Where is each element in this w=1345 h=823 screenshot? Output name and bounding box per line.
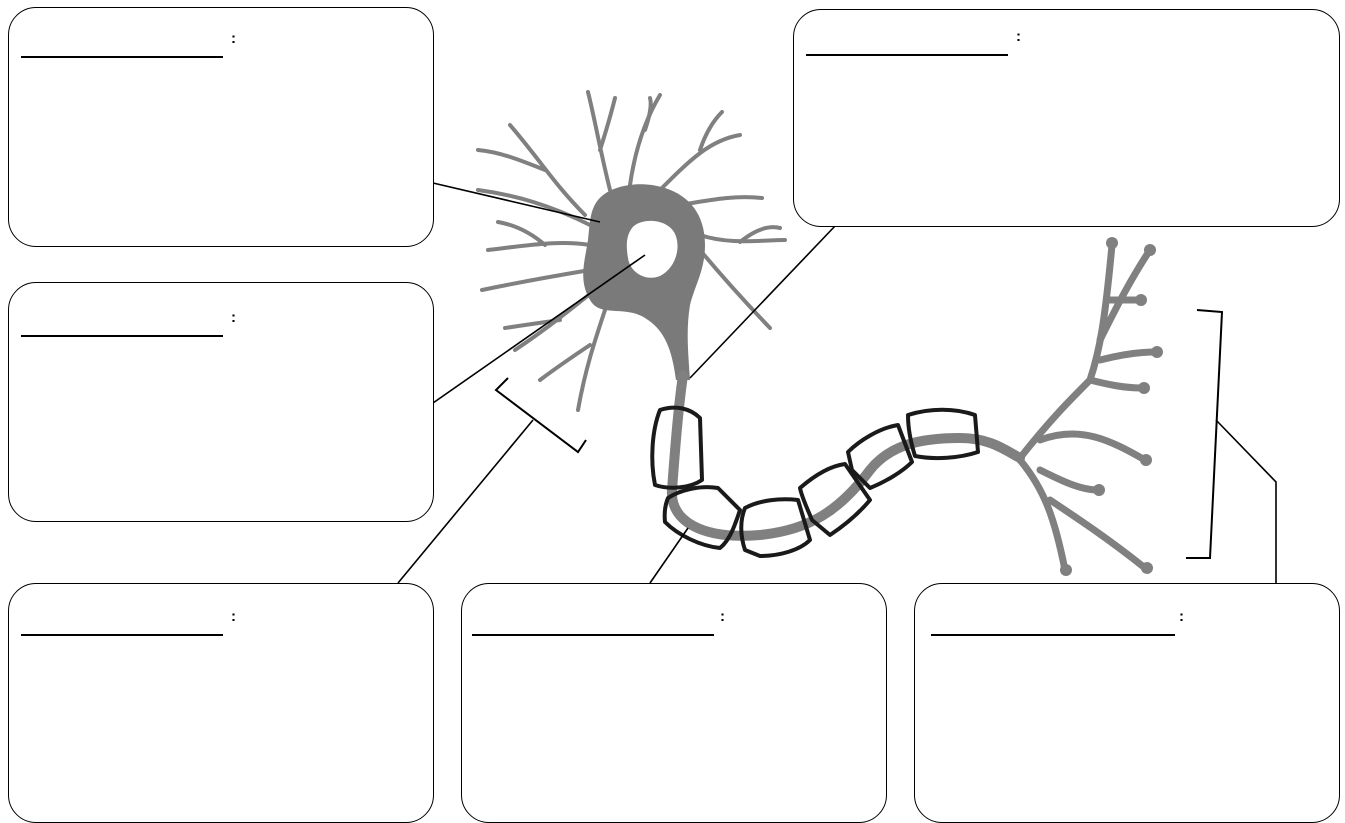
answer-blank[interactable]: [21, 56, 223, 58]
axon-terminals: [1020, 245, 1155, 570]
box-bottom-middle: :: [461, 583, 887, 823]
box-middle-left: :: [8, 282, 434, 522]
separator-colon: :: [1179, 608, 1184, 625]
cell-body: [583, 184, 705, 380]
answer-blank[interactable]: [21, 335, 223, 337]
box-top-right: :: [793, 9, 1340, 227]
terminal-bracket: [1186, 310, 1222, 558]
separator-colon: :: [231, 30, 236, 47]
separator-colon: :: [231, 309, 236, 326]
box-bottom-right: :: [914, 583, 1340, 823]
separator-colon: :: [720, 608, 725, 625]
answer-blank[interactable]: [806, 54, 1008, 56]
box-bottom-left: :: [8, 583, 434, 823]
dendrite-bracket: [496, 378, 586, 452]
separator-colon: :: [231, 608, 236, 625]
answer-blank[interactable]: [931, 634, 1175, 636]
answer-blank[interactable]: [21, 634, 223, 636]
box-top-left: :: [8, 7, 434, 247]
answer-blank[interactable]: [472, 634, 714, 636]
terminal-buttons: [1060, 237, 1163, 576]
separator-colon: :: [1016, 28, 1021, 45]
